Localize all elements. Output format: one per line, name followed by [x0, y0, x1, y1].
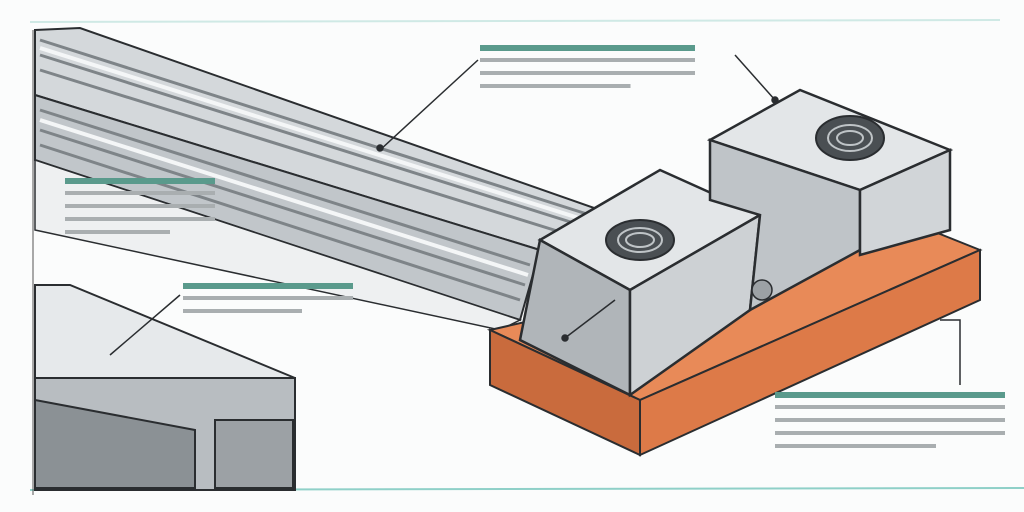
rear-mounting-block — [706, 88, 954, 313]
threaded-hole-icon — [815, 115, 885, 161]
callout-bottom-right — [775, 392, 1005, 448]
callout-line — [480, 84, 631, 88]
callout-line — [775, 418, 1005, 422]
callout-line — [183, 296, 353, 300]
callout-line — [65, 217, 215, 221]
frame-top — [29, 19, 1001, 23]
callout-heading — [775, 392, 1005, 398]
callout-line — [65, 191, 215, 195]
callout-line — [775, 405, 1005, 409]
callout-left-middle — [183, 283, 353, 313]
threaded-hole-icon — [605, 219, 675, 261]
callout-heading — [183, 283, 353, 289]
callout-line — [65, 230, 170, 234]
rail — [34, 26, 603, 331]
callout-line — [183, 309, 302, 313]
callout-top-center — [480, 45, 695, 88]
callout-line — [775, 431, 1005, 435]
callout-heading — [65, 178, 215, 184]
callout-left-upper — [65, 178, 215, 234]
front-mounting-block — [518, 168, 763, 398]
callout-pointers — [109, 54, 961, 385]
profile-section — [34, 284, 296, 491]
callout-labels — [65, 45, 1005, 448]
callout-heading — [480, 45, 695, 51]
callout-line — [65, 204, 215, 208]
callout-line — [480, 58, 695, 62]
callout-line — [480, 71, 695, 75]
callout-line — [775, 444, 936, 448]
